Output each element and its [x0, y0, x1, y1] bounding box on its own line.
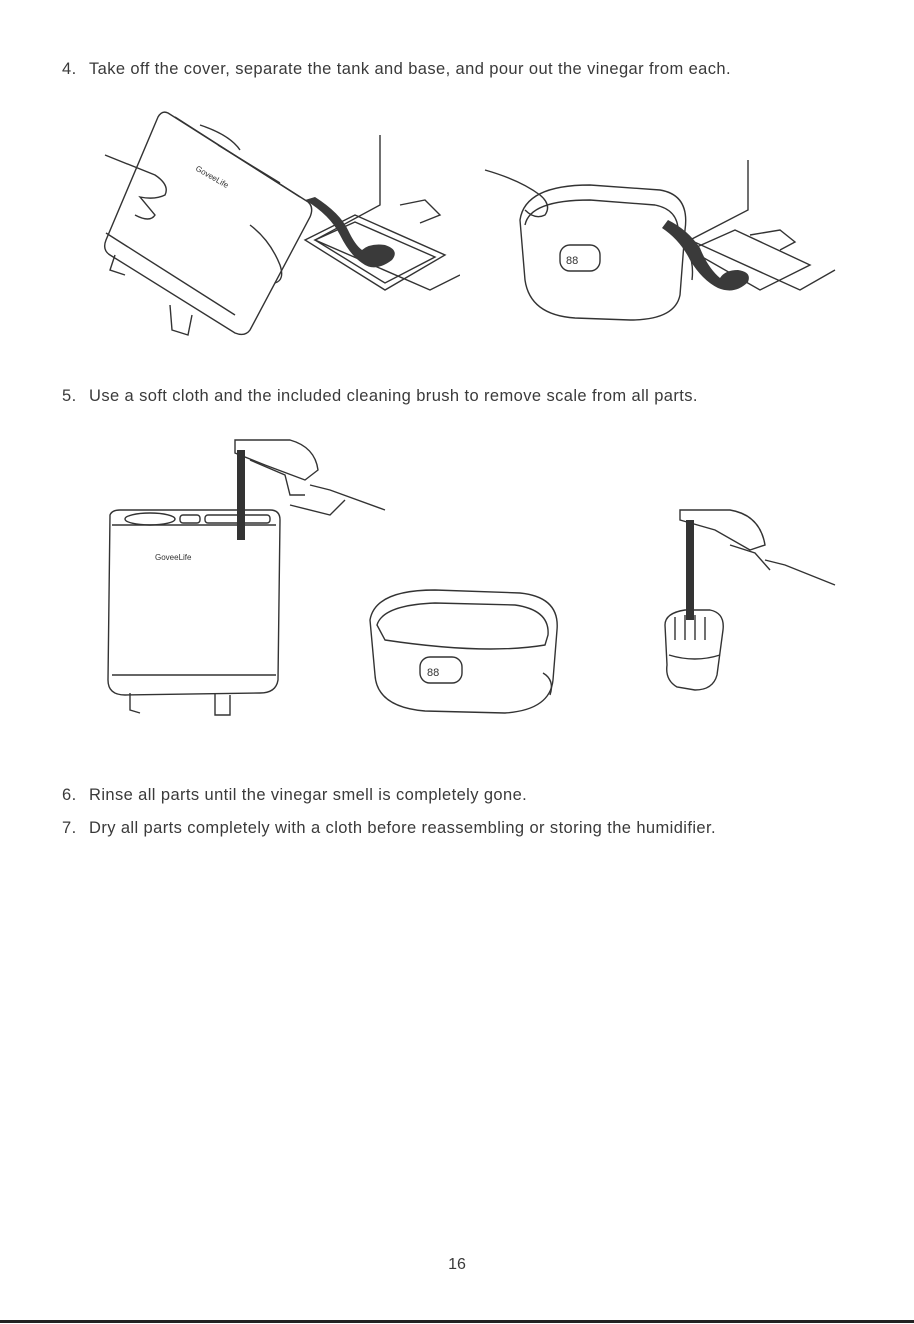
step-text: Use a soft cloth and the included cleani… — [89, 387, 698, 405]
page-number: 16 — [448, 1256, 466, 1273]
step-number: 4. — [62, 60, 77, 78]
step-6: 6. Rinse all parts until the vinegar smel… — [62, 786, 527, 805]
filter-cleaning-illustration — [664, 509, 836, 691]
step-text: Take off the cover, separate the tank an… — [89, 60, 731, 78]
step-number: 5. — [62, 387, 77, 405]
step-text: Rinse all parts until the vinegar smell … — [89, 786, 528, 804]
step-4: 4. Take off the cover, separate the tank … — [62, 60, 731, 79]
base-cleaning-illustration: 88 — [369, 589, 558, 714]
pour-tank-illustration: GoveeLife — [103, 111, 460, 336]
display-readout: 88 — [566, 255, 578, 267]
step-text: Dry all parts completely with a cloth be… — [89, 819, 716, 837]
tank-cleaning-illustration: GoveeLife — [107, 439, 386, 716]
step-number: 6. — [62, 786, 77, 804]
bottom-rule — [0, 1320, 914, 1323]
step-number: 7. — [62, 819, 77, 837]
pour-base-illustration: 88 — [484, 160, 836, 321]
brand-logo-tank: GoveeLife — [155, 553, 192, 562]
display-readout-2: 88 — [427, 667, 439, 679]
step-7: 7. Dry all parts completely with a cloth … — [62, 819, 716, 838]
step-5: 5. Use a soft cloth and the included clea… — [62, 387, 698, 406]
